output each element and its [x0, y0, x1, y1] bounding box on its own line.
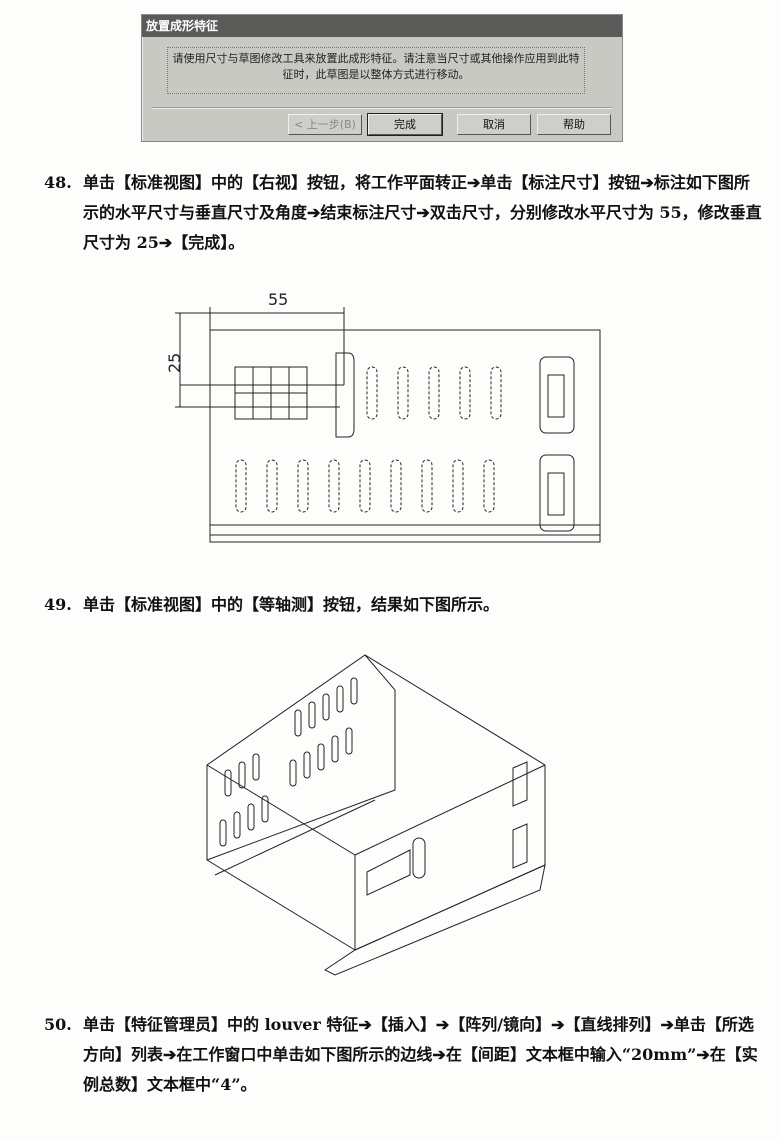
step-49: 49. 单击【标准视图】中的【等轴测】按钮，结果如下图所示。 — [44, 590, 764, 620]
step-text: 单击【标准视图】中的【右视】按钮，将工作平面转正➔单击【标注尺寸】按钮➔标注如下… — [83, 173, 762, 252]
step-number: 50. — [44, 1015, 72, 1034]
step-50: 50. 单击【特征管理员】中的 louver 特征➔【插入】➔【阵列/镜向】➔【… — [44, 1010, 764, 1100]
place-forming-feature-dialog: 放置成形特征 请使用尺寸与草图修改工具来放置此成形特征。请注意当尺寸或其他操作应… — [141, 14, 623, 142]
dialog-title: 放置成形特征 — [142, 15, 622, 37]
dialog-message: 请使用尺寸与草图修改工具来放置此成形特征。请注意当尺寸或其他操作应用到此特征时，… — [167, 47, 585, 94]
step-text: 单击【特征管理员】中的 louver 特征➔【插入】➔【阵列/镜向】➔【直线排列… — [83, 1015, 758, 1094]
step-number: 49. — [44, 595, 72, 614]
dimension-horizontal: 55 — [268, 290, 288, 309]
cancel-button[interactable]: 取消 — [457, 114, 531, 135]
step-48: 48. 单击【标准视图】中的【右视】按钮，将工作平面转正➔单击【标注尺寸】按钮➔… — [44, 168, 764, 258]
right-view-drawing: 55 25 — [165, 290, 601, 543]
dimension-vertical: 25 — [165, 353, 184, 373]
step-number: 48. — [44, 173, 72, 192]
back-button[interactable]: < 上一步(B) — [288, 114, 362, 135]
finish-button[interactable]: 完成 — [367, 113, 443, 136]
dialog-divider — [152, 107, 612, 109]
step-text: 单击【标准视图】中的【等轴测】按钮，结果如下图所示。 — [83, 595, 500, 614]
help-button[interactable]: 帮助 — [537, 114, 611, 135]
isometric-view-drawing — [206, 654, 546, 976]
